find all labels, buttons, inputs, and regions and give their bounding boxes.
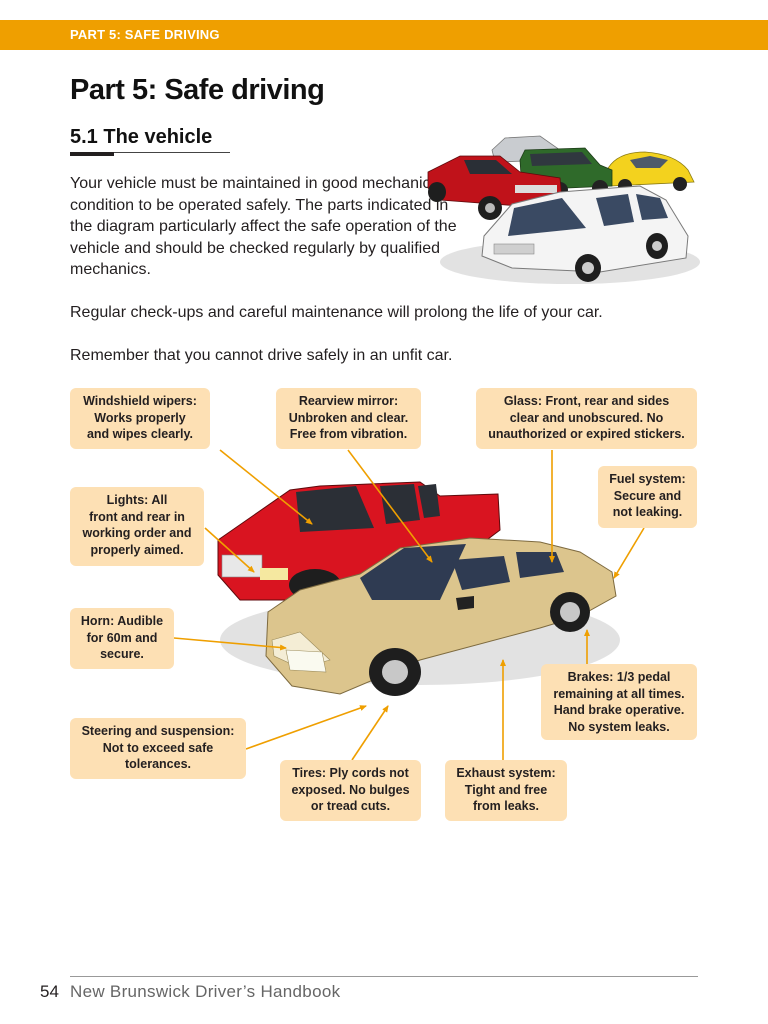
diagram-vehicles-image (217, 481, 620, 696)
section-subtitle: 5.1 The vehicle (70, 126, 213, 148)
callout-fuel-system: Fuel system: Secure and not leaking. (598, 466, 697, 528)
page-title: Part 5: Safe driving (70, 74, 325, 106)
arrow-lights (204, 527, 255, 573)
callout-horn: Horn: Audible for 60m and secure. (70, 608, 174, 669)
footer-book-title: New Brunswick Driver’s Handbook (70, 982, 341, 1001)
callout-tires: Tires: Ply cords not exposed. No bulges … (280, 760, 421, 821)
callout-glass: Glass: Front, rear and sides clear and u… (476, 388, 697, 449)
arrow-horn (173, 637, 287, 651)
reminder-paragraph: Remember that you cannot drive safely in… (70, 347, 453, 364)
intro-paragraph: Your vehicle must be maintained in good … (70, 175, 457, 278)
callout-lights: Lights: All front and rear in working or… (70, 487, 204, 566)
section-label: PART 5: SAFE DRIVING (70, 27, 220, 42)
page-number: 54 (40, 982, 59, 1001)
footer-rule (70, 976, 698, 977)
arrow-tires (351, 705, 389, 761)
arrow-steering (245, 705, 367, 750)
arrow-mirror (347, 449, 433, 563)
maintenance-paragraph: Regular check-ups and careful maintenanc… (70, 304, 603, 321)
vehicle-group-image (427, 135, 700, 284)
subtitle-accent (70, 152, 114, 156)
arrow-fuel (613, 527, 645, 579)
subtitle-rule (70, 152, 230, 153)
section-header-bar: PART 5: SAFE DRIVING (0, 20, 768, 50)
callout-windshield-wipers: Windshield wipers: Works properly and wi… (70, 388, 210, 449)
callout-exhaust-system: Exhaust system: Tight and free from leak… (445, 760, 567, 821)
callout-rearview-mirror: Rearview mirror: Unbroken and clear. Fre… (276, 388, 421, 449)
arrow-wipers (219, 449, 313, 525)
callout-brakes: Brakes: 1/3 pedal remaining at all times… (541, 664, 697, 740)
callout-steering-suspension: Steering and suspension: Not to exceed s… (70, 718, 246, 779)
